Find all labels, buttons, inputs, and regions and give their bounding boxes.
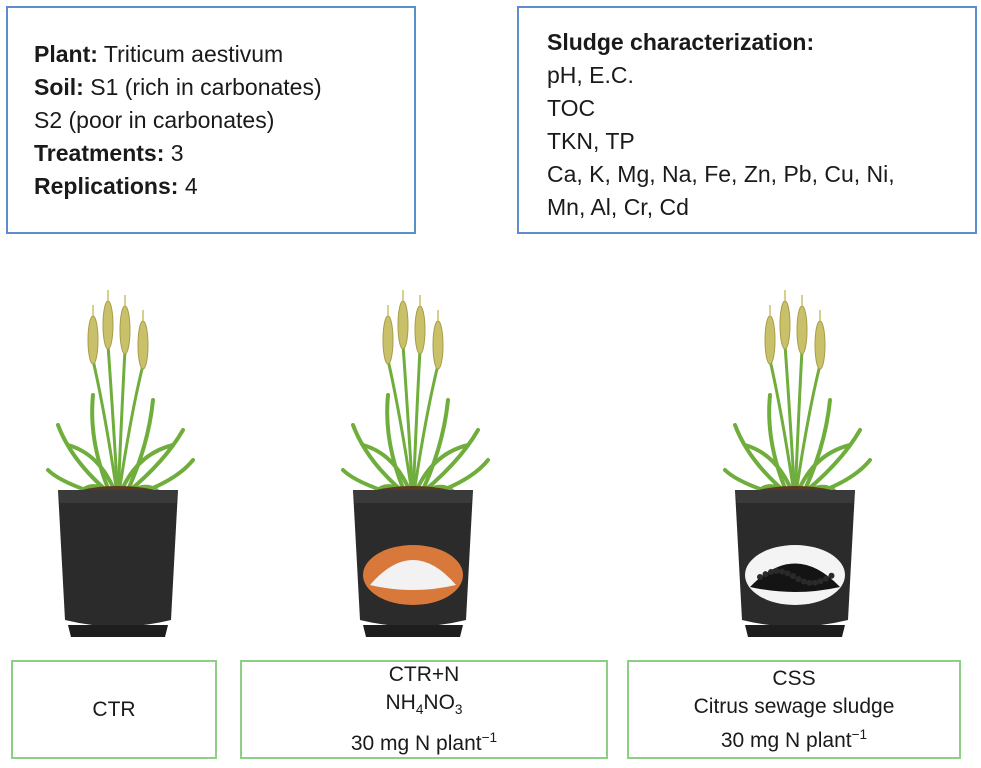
soil-value-1: S1 (rich in carbonates) [90,74,322,100]
sludge-line: TKN, TP [547,128,635,154]
treatments-value: 3 [170,140,184,166]
sludge-characterization-box: Sludge characterization: pH, E.C. TOC TK… [517,6,977,234]
treatment-label-css: CSS Citrus sewage sludge 30 mg N plant−1 [627,660,961,759]
sludge-title: Sludge characterization: [547,29,815,55]
wheat-pot-ctr-icon [46,290,195,637]
treatment-label-ctr: CTR [11,660,217,759]
sludge-line: Mn, Al, Cr, Cd [547,194,689,220]
sludge-line: TOC [547,95,596,121]
treatment-label-ctr-n: CTR+N NH4NO3 30 mg N plant−1 [240,660,608,759]
treatment-formula: NH4NO3 [385,690,463,718]
treatment-dose: 30 mg N plant−1 [720,726,868,752]
replications-value: 4 [184,173,198,199]
sludge-line: Ca, K, Mg, Na, Fe, Zn, Pb, Cu, Ni, [547,161,895,187]
treatment-dose: 30 mg N plant−1 [350,730,498,756]
replications-label: Replications: [34,173,179,199]
soil-label: Soil: [34,74,84,100]
plant-value: Triticum aestivum [103,41,284,67]
plant-line: Plant: Triticum aestivum [34,38,414,71]
replications-line: Replications: 4 [34,170,414,203]
treatment-name: CSS [772,666,816,690]
soil-line: Soil: S1 (rich in carbonates) [34,71,414,104]
wheat-pot-sludge-icon [723,290,872,637]
plant-label: Plant: [34,41,98,67]
treatments-line: Treatments: 3 [34,137,414,170]
treatments-label: Treatments: [34,140,165,166]
treatment-subtitle: Citrus sewage sludge [693,694,895,718]
sludge-line: pH, E.C. [547,62,634,88]
soil-value-2: S2 (poor in carbonates) [34,107,275,133]
wheat-pot-fertilizer-icon [341,290,490,637]
treatment-name: CTR [92,697,136,721]
treatment-name: CTR+N [388,662,460,686]
experiment-info-box: Plant: Triticum aestivum Soil: S1 (rich … [6,6,416,234]
soil-line-2: S2 (poor in carbonates) [34,104,414,137]
